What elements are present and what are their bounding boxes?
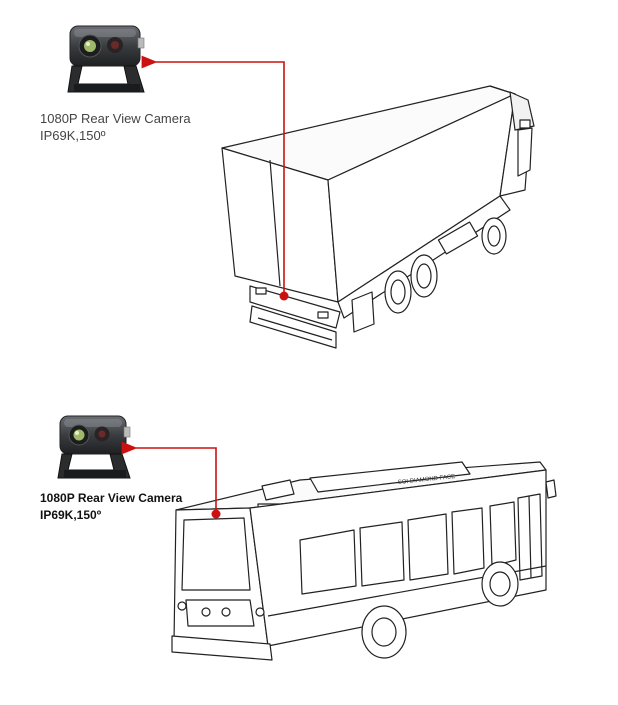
truck-icon (221, 85, 535, 349)
bus-pointer (121, 441, 221, 519)
truck-pointer (141, 55, 289, 301)
bus-wheels (361, 561, 519, 659)
bus-icon: SOI DIAMOND FACE (171, 461, 557, 661)
camera-icon (57, 415, 131, 479)
truck-camera-title: 1080P Rear View Camera (40, 111, 191, 126)
truck-wheels (384, 217, 507, 314)
camera-icon (67, 25, 145, 93)
bus-camera-spec: IP69K,150º (40, 508, 102, 522)
bus-camera-label: 1080P Rear View Camera IP69K,150º (40, 490, 182, 524)
bus-camera-title: 1080P Rear View Camera (40, 491, 183, 505)
truck-camera-spec: IP69K,150º (40, 128, 106, 143)
truck-camera-label: 1080P Rear View Camera IP69K,150º (40, 110, 191, 144)
bus-side-text: SOI DIAMOND FACE (398, 474, 456, 486)
